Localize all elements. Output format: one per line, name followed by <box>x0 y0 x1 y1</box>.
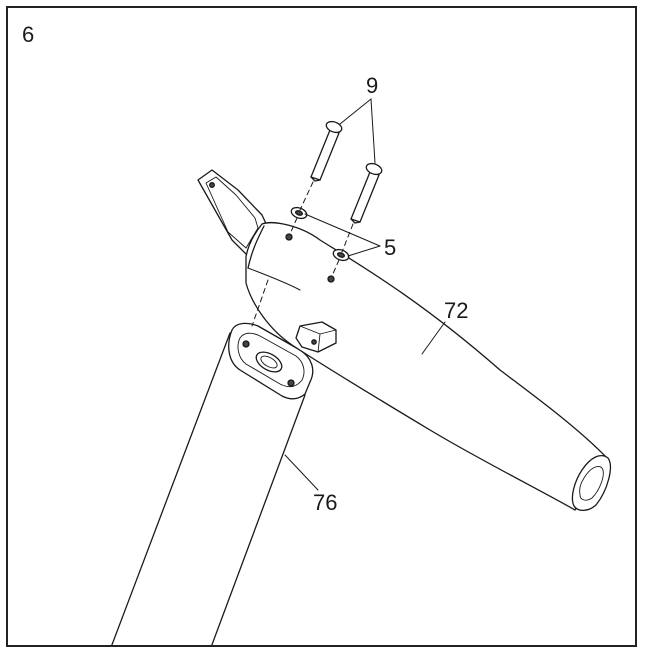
callout-72: 72 <box>444 298 468 323</box>
leader-5 <box>304 213 381 257</box>
callout-76: 76 <box>313 490 337 515</box>
washer-left-5 <box>290 206 308 220</box>
upper-tube-72 <box>197 169 611 512</box>
step-number: 6 <box>22 22 35 47</box>
bolt-left-9 <box>310 120 343 182</box>
bolt-right-9 <box>350 162 383 224</box>
callout-5: 5 <box>384 235 396 260</box>
leader-9 <box>339 98 376 164</box>
callout-9: 9 <box>366 73 378 98</box>
lower-tube-76 <box>111 322 319 645</box>
alignment-lines <box>251 181 354 327</box>
